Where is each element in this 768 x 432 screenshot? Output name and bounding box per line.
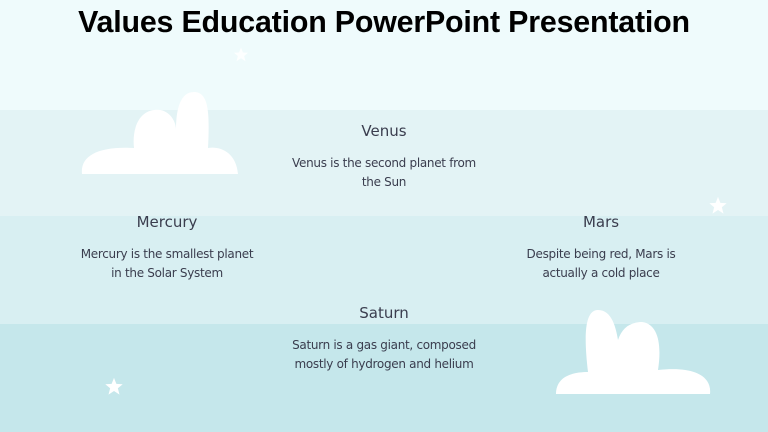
mars-description: Despite being red, Mars is actually a co… (486, 245, 716, 283)
venus-heading: Venus (361, 122, 407, 140)
background-band-1 (0, 0, 768, 110)
mercury-description-line-2: in the Solar System (111, 266, 223, 280)
cloud-icon (556, 310, 711, 394)
background-band-3 (0, 216, 768, 324)
saturn-block: Saturn Saturn is a gas giant, composed m… (264, 304, 504, 374)
mars-description-line-2: actually a cold place (542, 266, 660, 280)
slide-title: Values Education PowerPoint Presentation (78, 4, 690, 39)
mars-description-line-1: Despite being red, Mars is (526, 247, 676, 261)
saturn-description-line-1: Saturn is a gas giant, composed (292, 338, 476, 352)
venus-block: Venus Venus is the second planet from th… (264, 122, 504, 192)
mercury-description-line-1: Mercury is the smallest planet (80, 247, 254, 261)
saturn-heading: Saturn (359, 304, 409, 322)
star-icon (105, 377, 123, 395)
star-icon (233, 47, 249, 62)
cloud-icon (81, 92, 238, 174)
mercury-block: Mercury Mercury is the smallest planet i… (50, 213, 284, 283)
venus-description-line-2: the Sun (361, 175, 407, 189)
mercury-heading: Mercury (136, 213, 198, 231)
mercury-description: Mercury is the smallest planet in the So… (50, 245, 284, 283)
star-icon (709, 196, 727, 214)
venus-description-line-1: Venus is the second planet from (292, 156, 476, 170)
saturn-description-line-2: mostly of hydrogen and helium (294, 357, 474, 371)
mars-block: Mars Despite being red, Mars is actually… (486, 213, 716, 283)
mars-heading: Mars (582, 213, 620, 231)
venus-description: Venus is the second planet from the Sun (264, 154, 504, 192)
saturn-description: Saturn is a gas giant, composed mostly o… (264, 336, 504, 374)
